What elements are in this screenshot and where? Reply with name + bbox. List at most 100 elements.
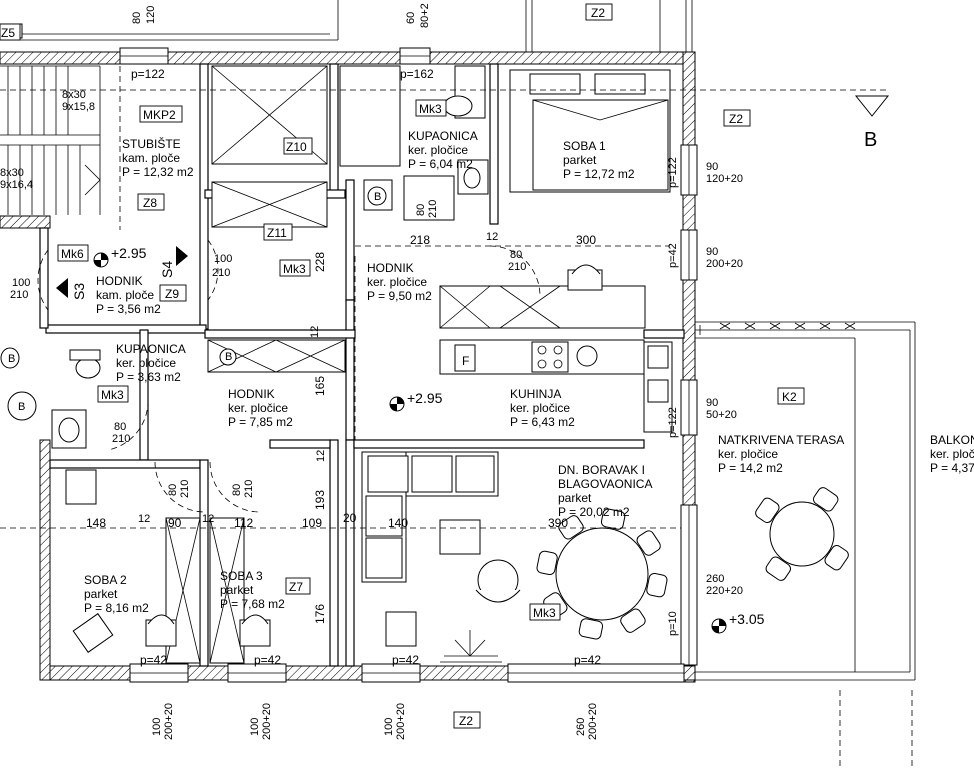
vent-label: B	[18, 401, 25, 413]
tag-label: Mk3	[419, 102, 442, 116]
level-label: +2.95	[407, 390, 443, 406]
dimension: 12	[202, 513, 214, 525]
room-area: P = 12,72 m2	[563, 167, 635, 181]
window-width: 90	[706, 161, 718, 173]
room-floor: ker. pločice	[116, 356, 176, 370]
room-area: P = 3,63 m2	[116, 370, 181, 384]
dimension: 148	[86, 516, 106, 530]
bottom-windows	[129, 630, 685, 683]
tag-label: MKP2	[143, 108, 176, 122]
dimension: 112	[234, 516, 253, 530]
dimension: 176	[313, 604, 327, 624]
dining-chair	[636, 530, 661, 556]
door-height: 210	[243, 480, 255, 498]
door-height: 210	[427, 200, 439, 218]
sofa	[361, 451, 521, 603]
dimension: 12	[138, 513, 150, 525]
room-name: KUHINJA	[510, 387, 561, 401]
opening-width: 60	[405, 12, 417, 24]
door-width: 80	[167, 484, 179, 496]
dining-chair	[755, 497, 780, 523]
level-marker-icon	[93, 252, 727, 634]
room-area: P = 7,68 m2	[220, 597, 285, 611]
level-label: +2.95	[111, 245, 147, 261]
room-area: P = 4,37	[930, 461, 974, 475]
dimension: 140	[388, 516, 408, 530]
tag-label: Z2	[729, 112, 743, 126]
window-height: 200+20	[587, 703, 599, 740]
tag-label: Mk3	[101, 388, 124, 402]
room-floor: ker. pločice	[718, 447, 778, 461]
room-name: HODNIK	[367, 261, 414, 275]
dining-table	[555, 501, 835, 621]
opening-labels: 80 120 60 80+2 p=122 p=162 8x30 9x15,8 8…	[0, 3, 743, 740]
tag-label: K2	[782, 390, 797, 404]
tag-label: Z7	[289, 580, 303, 594]
dining-chair	[824, 545, 849, 571]
window-height: 220+20	[706, 585, 743, 597]
room-name: SOBA 2	[84, 573, 127, 587]
room-floor: ker. ploč	[930, 447, 974, 461]
desk-chairs	[65, 264, 603, 653]
room-floor: ker. pločice	[228, 401, 288, 415]
room-name: KUPAONICA	[408, 129, 478, 143]
room-area: P = 9,50 m2	[367, 289, 432, 303]
stair-spec: 8x30	[0, 167, 24, 179]
bath-fixtures	[0, 65, 489, 449]
room-name: DN. BORAVAK I	[558, 463, 645, 477]
section-triangle-icon	[854, 95, 890, 117]
room-floor: parket	[84, 587, 118, 601]
room-name: SOBA 3	[220, 569, 263, 583]
opening-height: 80+2	[419, 3, 431, 28]
door-height: 210	[179, 480, 191, 498]
dining-chair	[765, 556, 791, 581]
door-height: 210	[10, 289, 28, 301]
dimension: 390	[548, 516, 568, 530]
tag-boxes	[0, 3, 805, 729]
room-area: P = 3,56 m2	[96, 302, 161, 316]
tag-label: Mk3	[533, 606, 556, 620]
room-floor: kam. ploče	[96, 288, 154, 302]
sill-height: p=42	[254, 653, 281, 667]
stair-spec: 9x15,8	[62, 101, 95, 113]
axis-lines	[0, 66, 888, 529]
sill-height: p=42	[574, 653, 601, 667]
window-width: 90	[706, 246, 718, 258]
dimension: 165	[313, 376, 327, 396]
door-height: 210	[212, 267, 230, 279]
room-floor: ker. pločice	[408, 143, 468, 157]
window-height: 50+20	[706, 409, 737, 421]
window-height: 200+20	[706, 258, 743, 270]
door-width: 100	[12, 277, 30, 289]
dimension: 12	[315, 450, 327, 462]
room-area: P = 8,16 m2	[84, 601, 149, 615]
room-floor: ker. pločice	[367, 275, 427, 289]
sill-height: p=42	[140, 653, 167, 667]
room-floor: parket	[220, 583, 254, 597]
terrace	[695, 321, 916, 768]
section-label: S3	[71, 283, 87, 300]
dining-chair	[558, 515, 584, 540]
room-name: HODNIK	[96, 274, 143, 288]
room-area: P = 7,85 m2	[228, 415, 293, 429]
section-label: S4	[159, 261, 175, 278]
window-width: 100	[151, 718, 163, 736]
tag-label: Z2	[459, 714, 473, 728]
room-name: NATKRIVENA TERASA	[718, 433, 844, 447]
window-width: 260	[575, 718, 587, 736]
room-name: SOBA 1	[563, 139, 606, 153]
door-height: 210	[508, 261, 526, 273]
section-letter: B	[864, 129, 877, 151]
sill-height: p=122	[667, 157, 679, 188]
dining-chair	[646, 572, 668, 598]
opening-height: 120	[145, 6, 157, 24]
tag-label: Z10	[286, 140, 307, 154]
room-labels: STUBIŠTE kam. ploče P = 12,32 m2 KUPAONI…	[84, 129, 974, 615]
tag-label: Z8	[143, 196, 157, 210]
room-floor: parket	[558, 491, 592, 505]
dimension: 193	[313, 490, 327, 510]
room-name: HODNIK	[228, 387, 275, 401]
room-area: P = 14,2 m2	[718, 461, 783, 475]
level-labels: +2.95 +2.95 +3.05 B S3 S4 F	[71, 129, 877, 627]
room-area: P = 6,04 m2	[408, 157, 473, 171]
